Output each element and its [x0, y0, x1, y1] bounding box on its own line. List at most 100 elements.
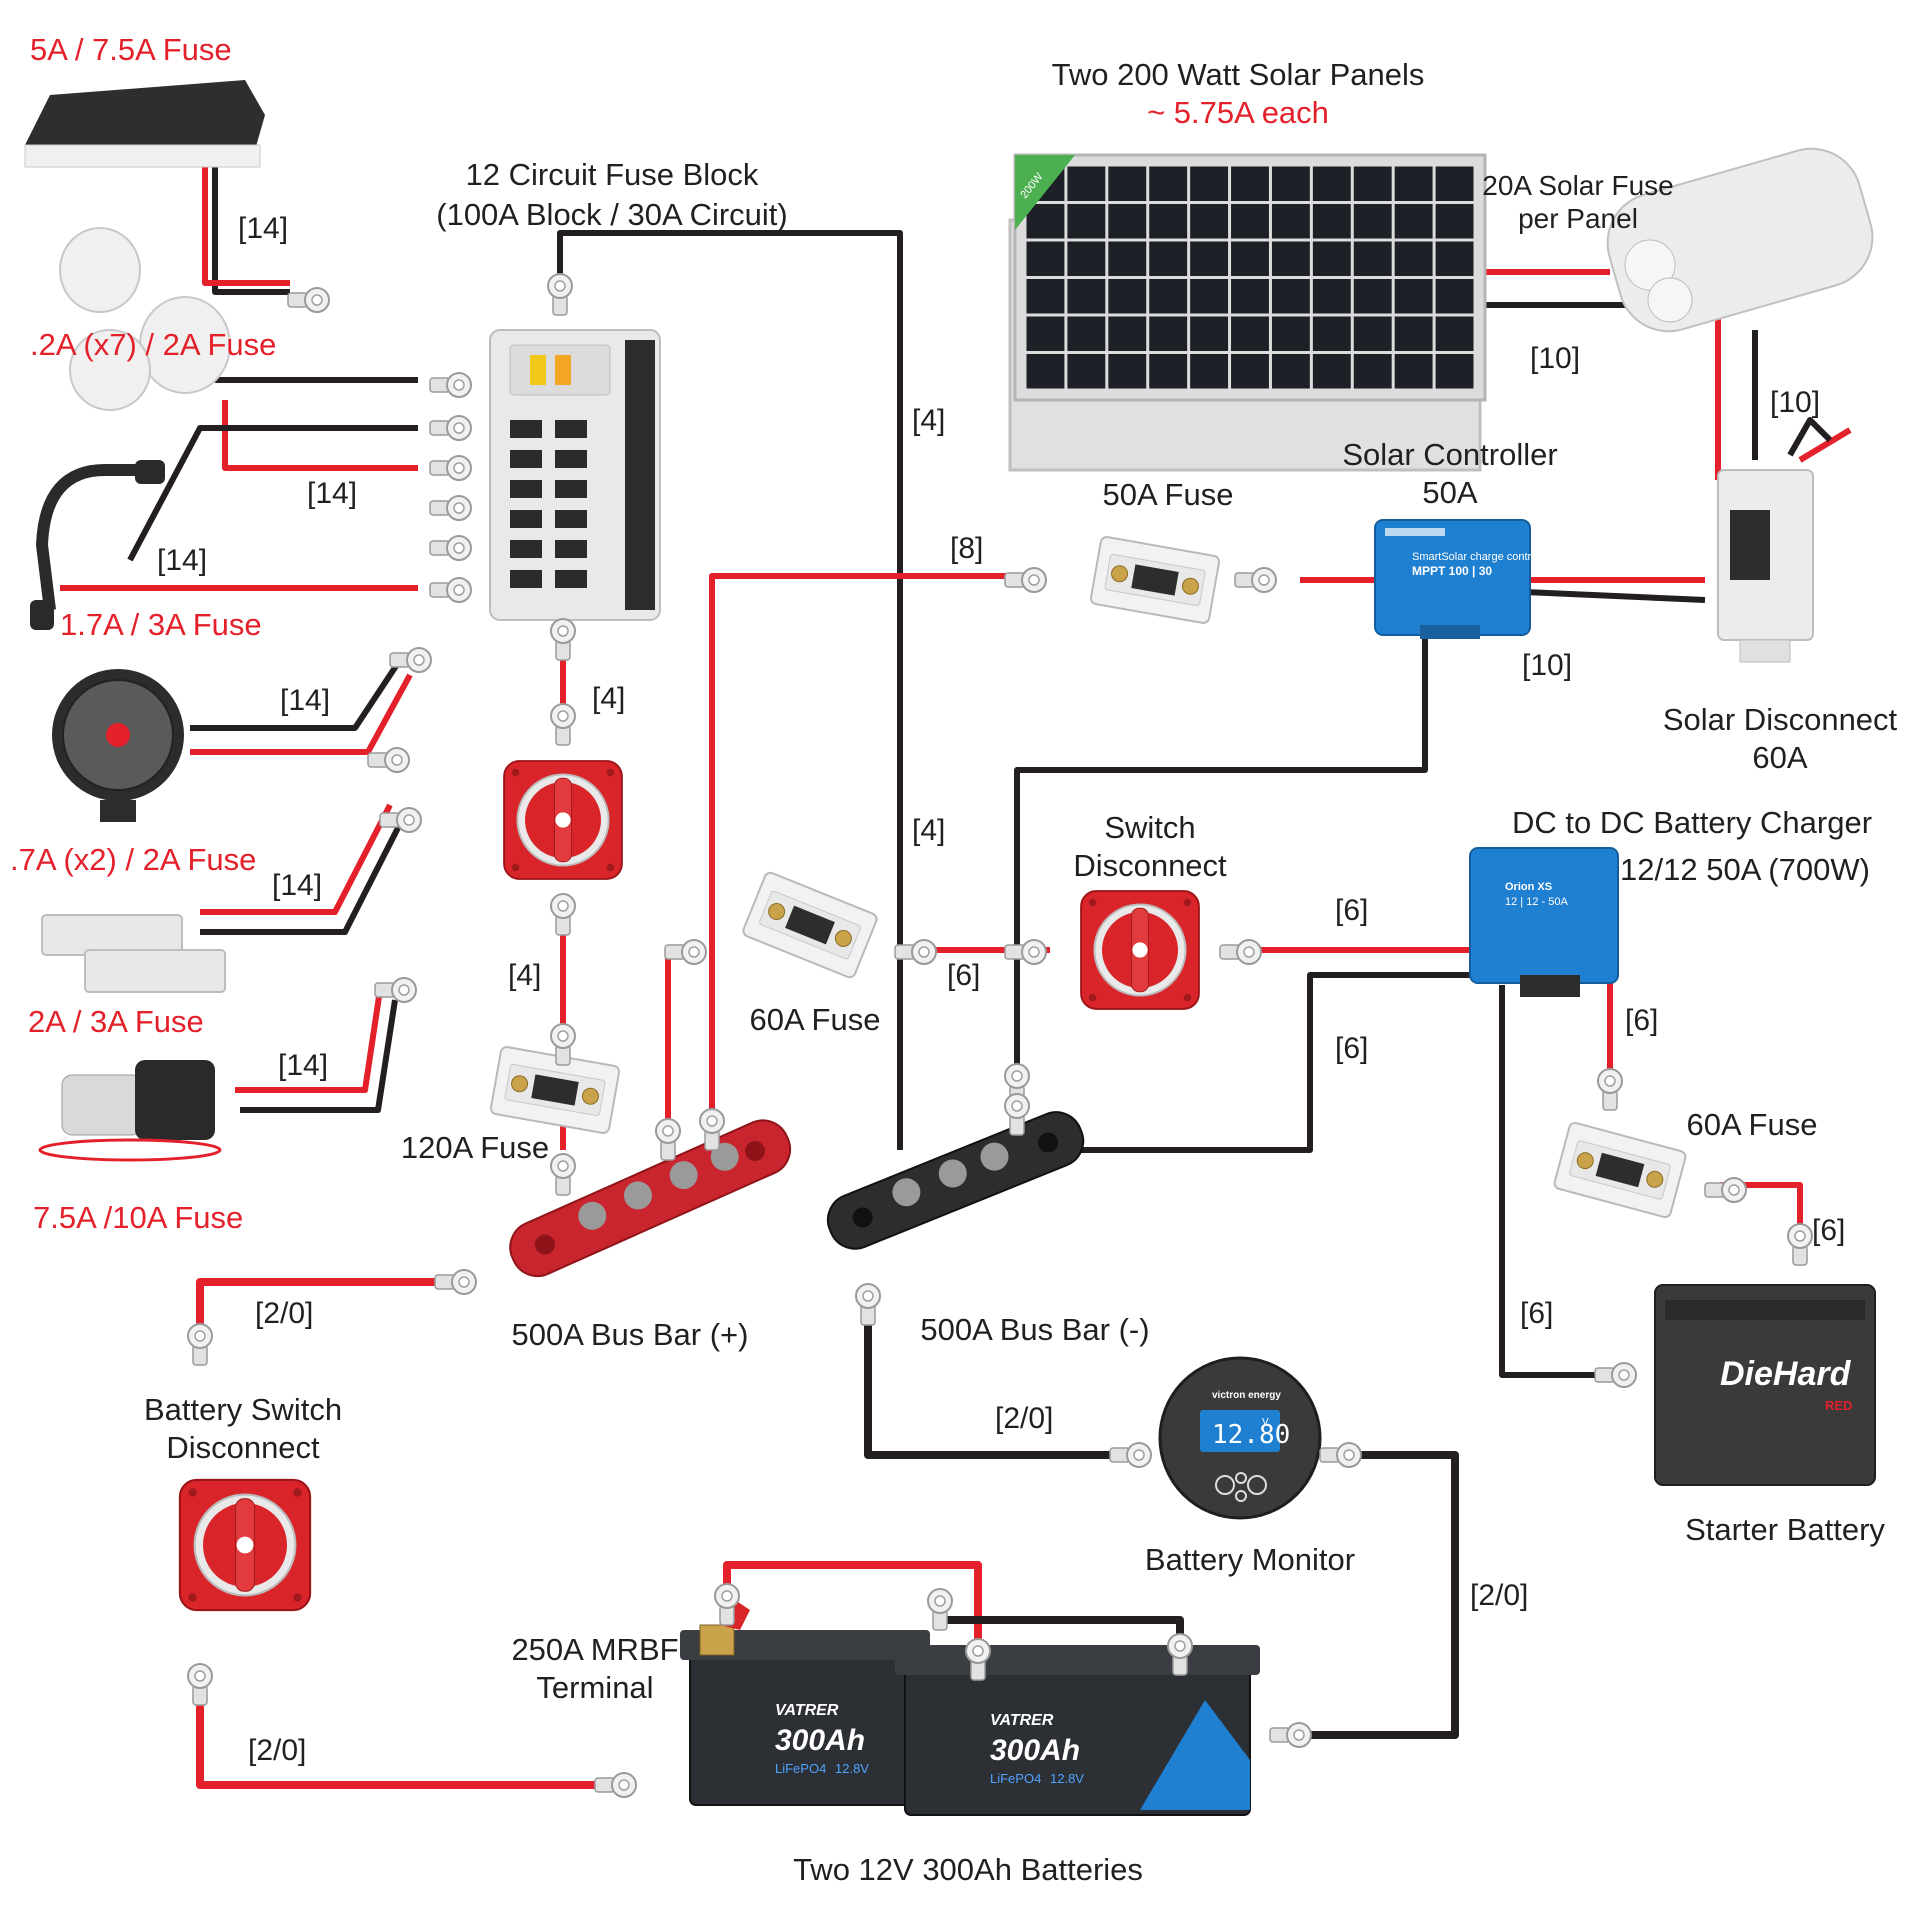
- solar-cell: [1394, 241, 1433, 276]
- solar-cell: [1149, 204, 1188, 239]
- battery-switch-label-1: Battery Switch: [144, 1392, 342, 1427]
- solar-cell: [1231, 316, 1269, 351]
- solar-cell: [1190, 316, 1229, 351]
- fuse-120a: [489, 1045, 621, 1135]
- monitor-brand: victron energy: [1212, 1390, 1281, 1401]
- load-fuse-pump: 2A / 3A Fuse: [28, 1004, 204, 1039]
- fuse-slot: [510, 510, 542, 528]
- solar-cell: [1190, 204, 1229, 239]
- load-fuse-pump-2: 7.5A /10A Fuse: [33, 1200, 243, 1235]
- mrbf-label-2: Terminal: [536, 1670, 653, 1705]
- load-fuse-puck-lights: .2A (x7) / 2A Fuse: [30, 327, 276, 362]
- gauge-6-starter-neg: [6]: [1520, 1297, 1553, 1330]
- led-panels-device: [41, 914, 226, 993]
- battery-monitor-label: Battery Monitor: [1145, 1542, 1355, 1577]
- solar-cell: [1353, 204, 1392, 239]
- dcdc-face-2: 12 | 12 - 50A: [1505, 896, 1568, 908]
- gauge-8-controller: [8]: [950, 532, 983, 565]
- solar-cell: [1108, 241, 1147, 276]
- solar-cell: [1149, 279, 1188, 314]
- gauge-6-switch: [6]: [947, 959, 980, 992]
- solar-cell: [1067, 166, 1106, 201]
- gauge-4-switch-fuse: [4]: [508, 959, 541, 992]
- gauge-6-dcdc: [6]: [1335, 894, 1368, 927]
- solar-cell: [1435, 316, 1474, 351]
- solar-cell: [1067, 241, 1106, 276]
- solar-cell: [1435, 166, 1474, 201]
- fuse-slot: [555, 450, 587, 468]
- load-fuse-roof-fan: 5A / 7.5A Fuse: [30, 32, 232, 67]
- solar-cell: [1312, 354, 1351, 389]
- load-fuse-lamp: 1.7A / 3A Fuse: [60, 607, 262, 642]
- fuse-120a-label: 120A Fuse: [401, 1130, 549, 1165]
- dcdc-charger: Orion XS 12 | 12 - 50A: [1469, 847, 1619, 997]
- battery1-brand: VATRER: [775, 1702, 839, 1719]
- solar-cell: [1435, 204, 1474, 239]
- fuse-slot: [510, 570, 542, 588]
- gauge-14-led: [14]: [272, 869, 322, 902]
- gauge-14-deskfan: [14]: [280, 684, 330, 717]
- fuse-slot: [555, 480, 587, 498]
- solar-controller-label-1: Solar Controller: [1342, 437, 1557, 472]
- fuse-60a-mid: [740, 869, 880, 981]
- switch-disconnect-label-2: Disconnect: [1073, 848, 1227, 883]
- solar-cell: [1353, 241, 1392, 276]
- solar-cell: [1394, 279, 1433, 314]
- solar-cell: [1149, 166, 1188, 201]
- starter-battery-label: Starter Battery: [1685, 1512, 1885, 1547]
- solar-cell: [1394, 166, 1433, 201]
- gauge-14-lamp: [14]: [157, 544, 207, 577]
- solar-panels-label: Two 200 Watt Solar Panels: [1052, 57, 1425, 92]
- solar-cell: [1231, 279, 1269, 314]
- solar-cell: [1271, 279, 1310, 314]
- gauge-20-monitor-out: [2/0]: [1470, 1579, 1528, 1612]
- solar-cell: [1026, 241, 1065, 276]
- solar-cell: [1190, 241, 1229, 276]
- desk-fan-device: [52, 669, 184, 822]
- fuse-slot: [510, 450, 542, 468]
- solar-cell: [1026, 354, 1065, 389]
- gauge-4-fuseblock-out: [4]: [592, 682, 625, 715]
- solar-cell: [1108, 316, 1147, 351]
- solar-cell: [1190, 354, 1229, 389]
- lithium-battery-2: VATRER 300Ah LiFePO4 12.8V: [895, 1645, 1260, 1816]
- fuse-60a-right: [1552, 1120, 1688, 1220]
- battery-switch-device: [178, 1478, 312, 1612]
- battery-cutoff-switch-upper: [503, 760, 623, 880]
- bus-pos-label: 500A Bus Bar (+): [512, 1317, 749, 1352]
- gauge-10-controller: [10]: [1522, 649, 1572, 682]
- solar-cell: [1353, 354, 1392, 389]
- dcdc-label-1: DC to DC Battery Charger: [1512, 805, 1872, 840]
- battery1-chem: LiFePO4: [775, 1761, 826, 1776]
- battery1-volt: 12.8V: [835, 1761, 869, 1776]
- solar-cell: [1394, 354, 1433, 389]
- solar-cell: [1312, 241, 1351, 276]
- solar-cell: [1353, 166, 1392, 201]
- switch-disconnect-device: [1080, 890, 1200, 1010]
- fuse-50a: [1089, 535, 1221, 625]
- switch-disconnect-label-1: Switch: [1104, 810, 1195, 845]
- reading-lamp-device: [30, 460, 165, 630]
- mrbf-label-1: 250A MRBF: [511, 1632, 678, 1667]
- solar-cell: [1190, 279, 1229, 314]
- bus-bar-positive: [509, 1119, 792, 1278]
- batteries-label: Two 12V 300Ah Batteries: [793, 1852, 1143, 1887]
- fuse-slot: [555, 510, 587, 528]
- solar-cell: [1271, 204, 1310, 239]
- fuse-slot: [555, 540, 587, 558]
- gauge-10-panel: [10]: [1530, 342, 1580, 375]
- gauge-20-monitor: [2/0]: [995, 1402, 1053, 1435]
- lithium-battery-1: VATRER 300Ah LiFePO4 12.8V: [680, 1630, 930, 1806]
- battery2-chem: LiFePO4: [990, 1771, 1041, 1786]
- gauge-10-disconnect: [10]: [1770, 386, 1820, 419]
- solar-cell: [1435, 354, 1474, 389]
- solar-cell: [1067, 279, 1106, 314]
- solar-cell: [1312, 316, 1351, 351]
- gauge-14-lights: [14]: [307, 477, 357, 510]
- fuse-slot: [510, 540, 542, 558]
- solar-fuse-label-2: per Panel: [1518, 203, 1638, 234]
- gauge-6-starter-fuse: [6]: [1812, 1214, 1845, 1247]
- solar-cell: [1108, 279, 1147, 314]
- solar-cell: [1026, 316, 1065, 351]
